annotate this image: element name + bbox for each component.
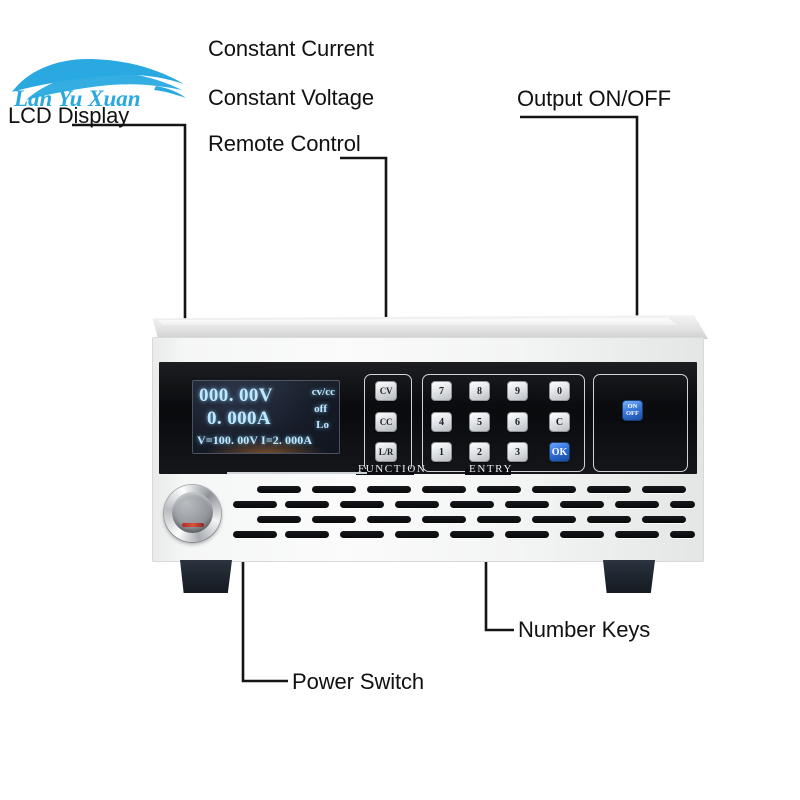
power-switch-knob-face xyxy=(172,492,213,533)
number-key-7[interactable]: 7 xyxy=(431,381,452,401)
watermark-text: Lan Yu Xuan xyxy=(13,86,141,111)
annotation-power-switch: Power Switch xyxy=(292,669,425,694)
number-key-0[interactable]: 0 xyxy=(549,381,570,401)
dc-power-supply-device: 000. 00V 0. 000A V=100. 00V I=2. 000A cv… xyxy=(148,315,708,593)
clear-key-c[interactable]: C xyxy=(549,412,570,432)
number-key-3[interactable]: 3 xyxy=(507,442,528,462)
power-indicator-stripe xyxy=(182,523,204,527)
silkscreen-function-label: FUNCTION xyxy=(358,463,427,475)
number-key-4[interactable]: 4 xyxy=(431,412,452,432)
annotation-constant-voltage: Constant Voltage xyxy=(208,85,374,110)
device-foot-left xyxy=(180,560,232,593)
function-button-lr[interactable]: L/R xyxy=(375,442,397,462)
function-button-cc[interactable]: CC xyxy=(375,412,397,432)
annotation-constant-current: Constant Current xyxy=(208,36,374,61)
power-switch-knob[interactable] xyxy=(164,485,221,542)
device-foot-right xyxy=(603,560,655,593)
ok-key[interactable]: OK xyxy=(549,442,570,462)
number-key-5[interactable]: 5 xyxy=(469,412,490,432)
lcd-mode-indicator: cv/cc xyxy=(311,386,335,398)
annotation-lcd-display: LCD Display xyxy=(8,103,130,128)
number-key-2[interactable]: 2 xyxy=(469,442,490,462)
lcd-range-indicator: Lo xyxy=(316,419,329,431)
device-top-lid xyxy=(152,315,708,339)
number-key-6[interactable]: 6 xyxy=(507,412,528,432)
annotation-output-on-off: Output ON/OFF xyxy=(517,86,671,111)
lcd-setpoints: V=100. 00V I=2. 000A xyxy=(197,433,312,448)
function-button-cv[interactable]: CV xyxy=(375,381,397,401)
device-chassis: 000. 00V 0. 000A V=100. 00V I=2. 000A cv… xyxy=(152,337,704,562)
output-off-label: OFF xyxy=(626,409,639,417)
lcd-display: 000. 00V 0. 000A V=100. 00V I=2. 000A cv… xyxy=(192,380,340,454)
silkscreen-entry-label: ENTRY xyxy=(469,463,514,475)
ventilation-grille xyxy=(233,484,695,546)
silk-mask-function xyxy=(356,469,414,475)
number-key-8[interactable]: 8 xyxy=(469,381,490,401)
number-key-9[interactable]: 9 xyxy=(507,381,528,401)
silk-mask-entry xyxy=(465,469,511,475)
output-on-label: ON xyxy=(627,402,638,410)
watermark-logo: Lan Yu Xuan xyxy=(12,58,186,111)
annotation-number-keys: Number Keys xyxy=(518,617,651,642)
front-panel: 000. 00V 0. 000A V=100. 00V I=2. 000A cv… xyxy=(159,362,697,475)
output-group-outline xyxy=(593,374,688,472)
number-key-1[interactable]: 1 xyxy=(431,442,452,462)
lcd-current-reading: 0. 000A xyxy=(207,408,272,429)
panel-silk-line-left xyxy=(227,472,367,474)
annotation-remote-control: Remote Control xyxy=(208,131,361,156)
lcd-backlight-glow xyxy=(193,439,339,453)
lcd-output-state: off xyxy=(314,403,327,415)
output-on-off-button[interactable]: ON OFF xyxy=(622,400,643,421)
lcd-voltage-reading: 000. 00V xyxy=(199,385,273,406)
